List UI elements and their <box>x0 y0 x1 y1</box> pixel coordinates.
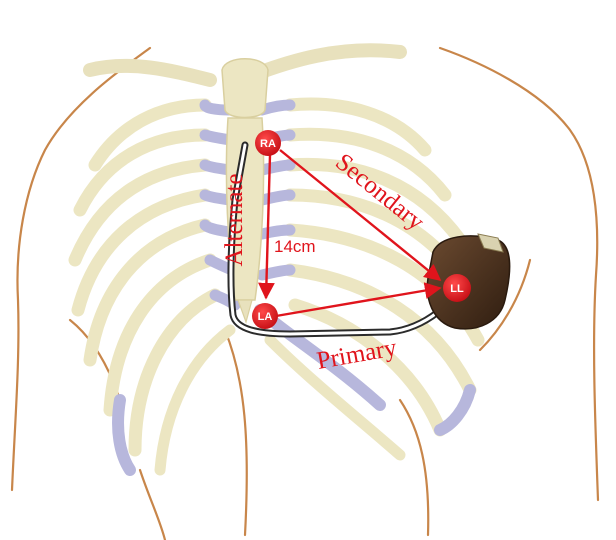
ll-label: LL <box>450 283 464 295</box>
la-electrode: LA <box>252 303 278 329</box>
la-label: LA <box>258 311 273 323</box>
alternate-label: Alternate <box>221 173 248 266</box>
primary-label: Primary <box>315 334 399 375</box>
rib-cage <box>75 50 478 470</box>
torso-outline <box>12 48 598 540</box>
ra-label: RA <box>260 138 276 150</box>
ra-electrode: RA <box>255 130 281 156</box>
distance-label: 14cm <box>274 237 316 256</box>
ll-electrode: LL <box>443 274 471 302</box>
